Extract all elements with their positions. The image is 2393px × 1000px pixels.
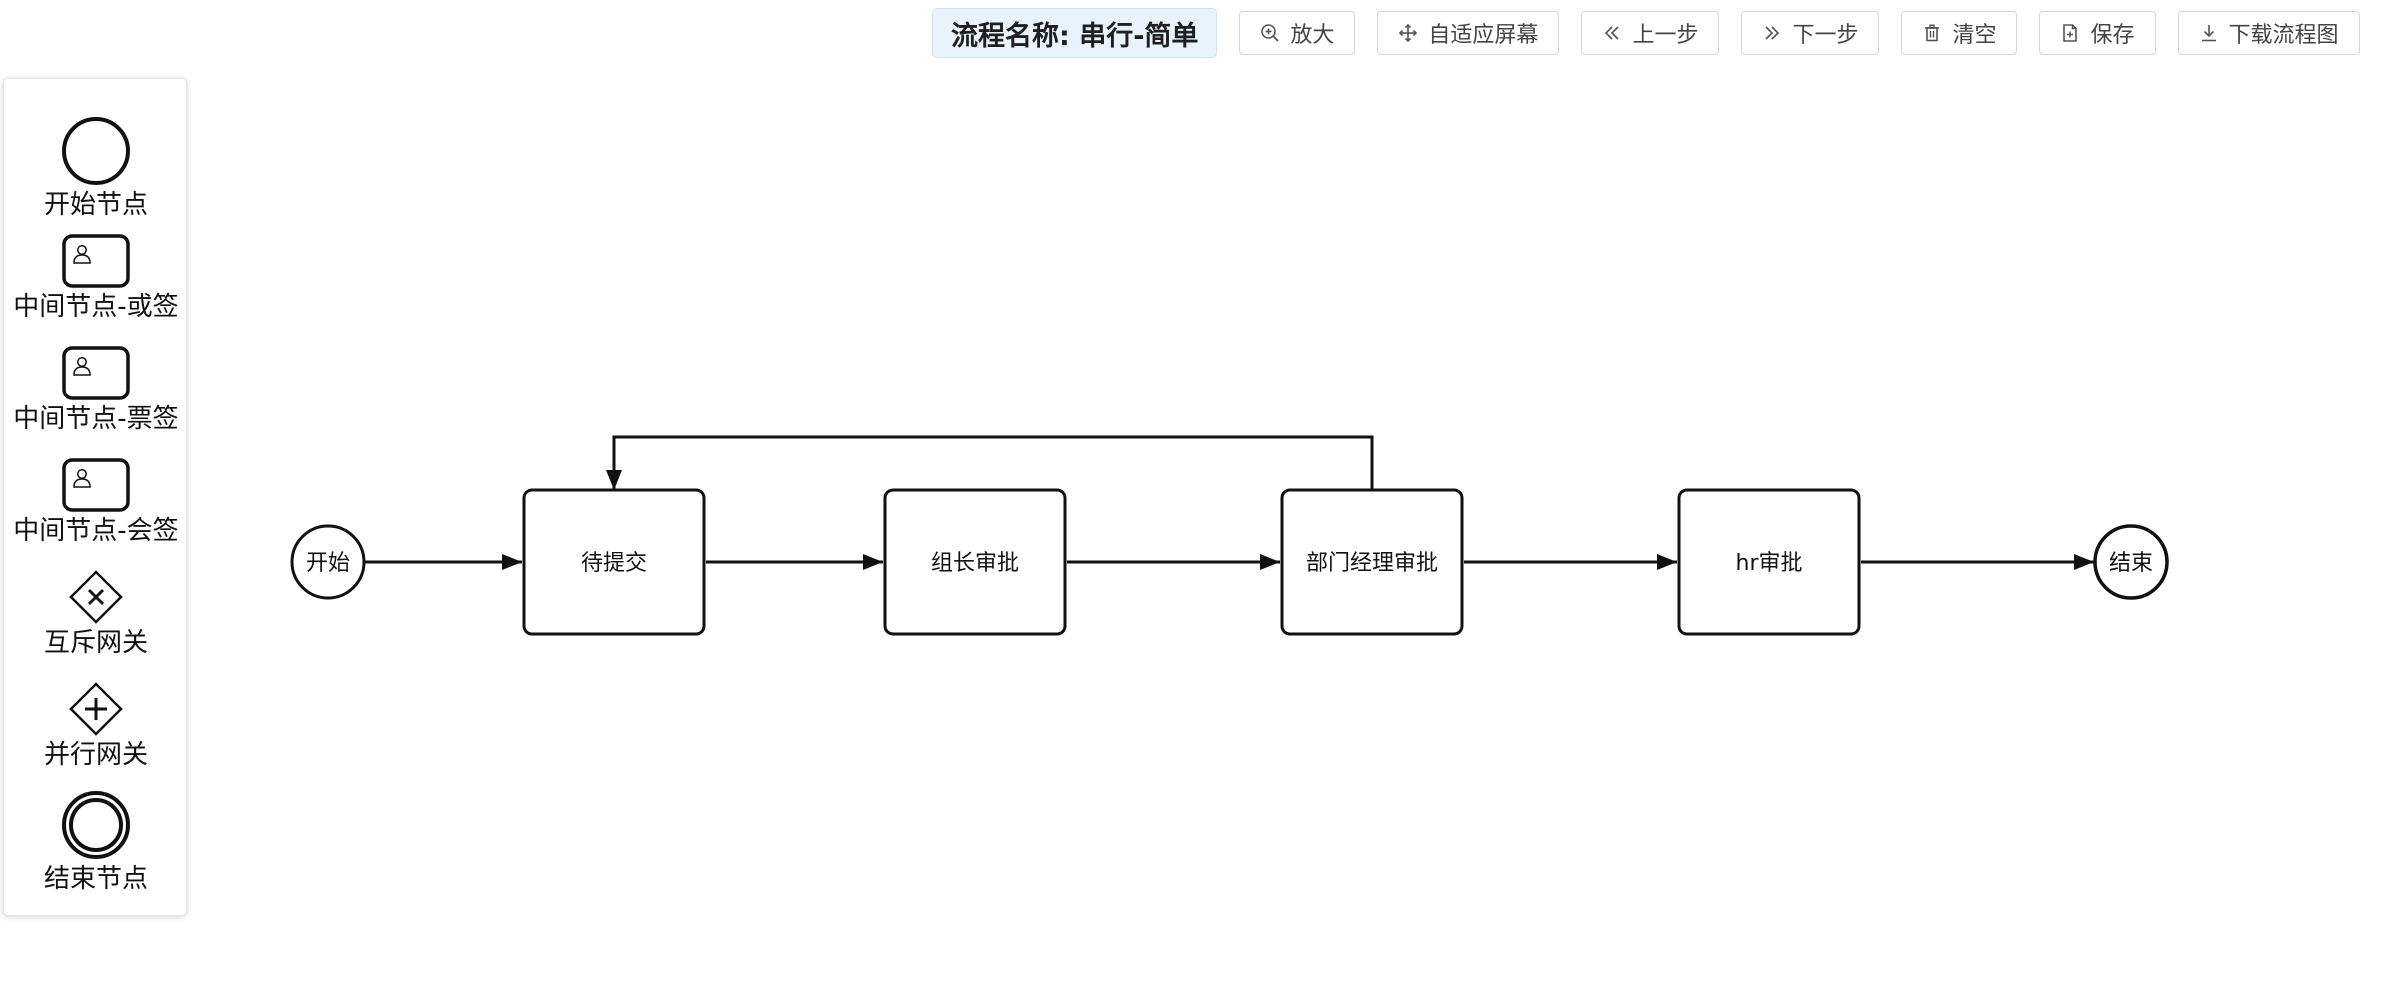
task-node-hr-approval[interactable]: hr审批: [1677, 488, 1861, 636]
fit-screen-button[interactable]: 自适应屏幕: [1377, 11, 1560, 55]
palette-label: 结束节点: [43, 864, 148, 894]
end-event-label: 结束: [2109, 551, 2153, 576]
palette-start-event[interactable]: 开始节点: [4, 115, 188, 221]
palette-label: 互斥网关: [43, 628, 148, 658]
diagram-canvas[interactable]: 开始 待提交 组长审批 部门经理审批 hr审批 结束: [190, 60, 2393, 1000]
user-task-icon: [62, 346, 130, 400]
task-node-leader-approval[interactable]: 组长审批: [883, 488, 1067, 636]
element-palette: 开始节点 中间节点-或签 中间节点-票签 中间节点-: [3, 78, 187, 916]
clear-label: 清空: [1952, 23, 1997, 48]
double-chevron-right-icon: [1765, 26, 1780, 40]
palette-label: 中间节点-票签: [13, 404, 179, 434]
palette-label: 中间节点-会签: [13, 516, 179, 546]
fit-screen-label: 自适应屏幕: [1428, 23, 1539, 48]
process-diagram: 开始 待提交 组长审批 部门经理审批 hr审批 结束: [290, 435, 2169, 636]
palette-label: 并行网关: [43, 740, 148, 770]
end-event-icon: [62, 791, 130, 859]
task-node-manager-approval[interactable]: 部门经理审批: [1280, 488, 1464, 636]
palette-user-task-vote-sign[interactable]: 中间节点-票签: [4, 345, 188, 435]
task-label: 部门经理审批: [1306, 551, 1438, 576]
task-label: 待提交: [581, 551, 647, 576]
process-name-title: 流程名称: 串行-简单: [932, 8, 1218, 58]
start-event-node[interactable]: 开始: [290, 524, 366, 600]
save-file-icon: [2063, 24, 2078, 42]
palette-user-task-countersign[interactable]: 中间节点-会签: [4, 457, 188, 547]
flow-manager-back-to-submit[interactable]: [606, 435, 1374, 490]
zoom-in-button[interactable]: 放大: [1239, 11, 1356, 55]
zoom-in-label: 放大: [1290, 23, 1335, 48]
start-event-icon: [62, 117, 130, 185]
clear-button[interactable]: 清空: [1901, 11, 2018, 55]
redo-label: 下一步: [1792, 23, 1859, 48]
palette-label: 中间节点-或签: [13, 292, 179, 322]
palette-label: 开始节点: [43, 190, 148, 220]
task-label: 组长审批: [931, 551, 1019, 576]
undo-button[interactable]: 上一步: [1581, 11, 1720, 55]
redo-button[interactable]: 下一步: [1741, 11, 1880, 55]
start-event-label: 开始: [306, 551, 350, 576]
palette-end-event[interactable]: 结束节点: [4, 789, 188, 895]
save-button[interactable]: 保存: [2039, 11, 2156, 55]
end-event-node[interactable]: 结束: [2093, 524, 2169, 600]
exclusive-gateway-icon: [69, 570, 123, 624]
download-icon: [2201, 25, 2216, 42]
user-task-icon: [62, 234, 130, 288]
palette-exclusive-gateway[interactable]: 互斥网关: [4, 569, 188, 659]
task-label: hr审批: [1736, 551, 1803, 576]
undo-label: 上一步: [1632, 23, 1699, 48]
palette-parallel-gateway[interactable]: 并行网关: [4, 681, 188, 771]
move-arrows-icon: [1399, 23, 1418, 43]
trash-icon: [1925, 24, 1940, 42]
user-task-icon: [62, 458, 130, 512]
task-node-submit[interactable]: 待提交: [522, 488, 706, 636]
download-label: 下载流程图: [2228, 23, 2339, 48]
save-label: 保存: [2090, 23, 2135, 48]
palette-user-task-or-sign[interactable]: 中间节点-或签: [4, 233, 188, 323]
download-diagram-button[interactable]: 下载流程图: [2177, 11, 2360, 55]
zoom-in-icon: [1261, 24, 1280, 42]
toolbar: 流程名称: 串行-简单 放大 自适应屏幕: [932, 8, 2381, 58]
double-chevron-left-icon: [1605, 26, 1620, 40]
parallel-gateway-icon: [69, 682, 123, 736]
